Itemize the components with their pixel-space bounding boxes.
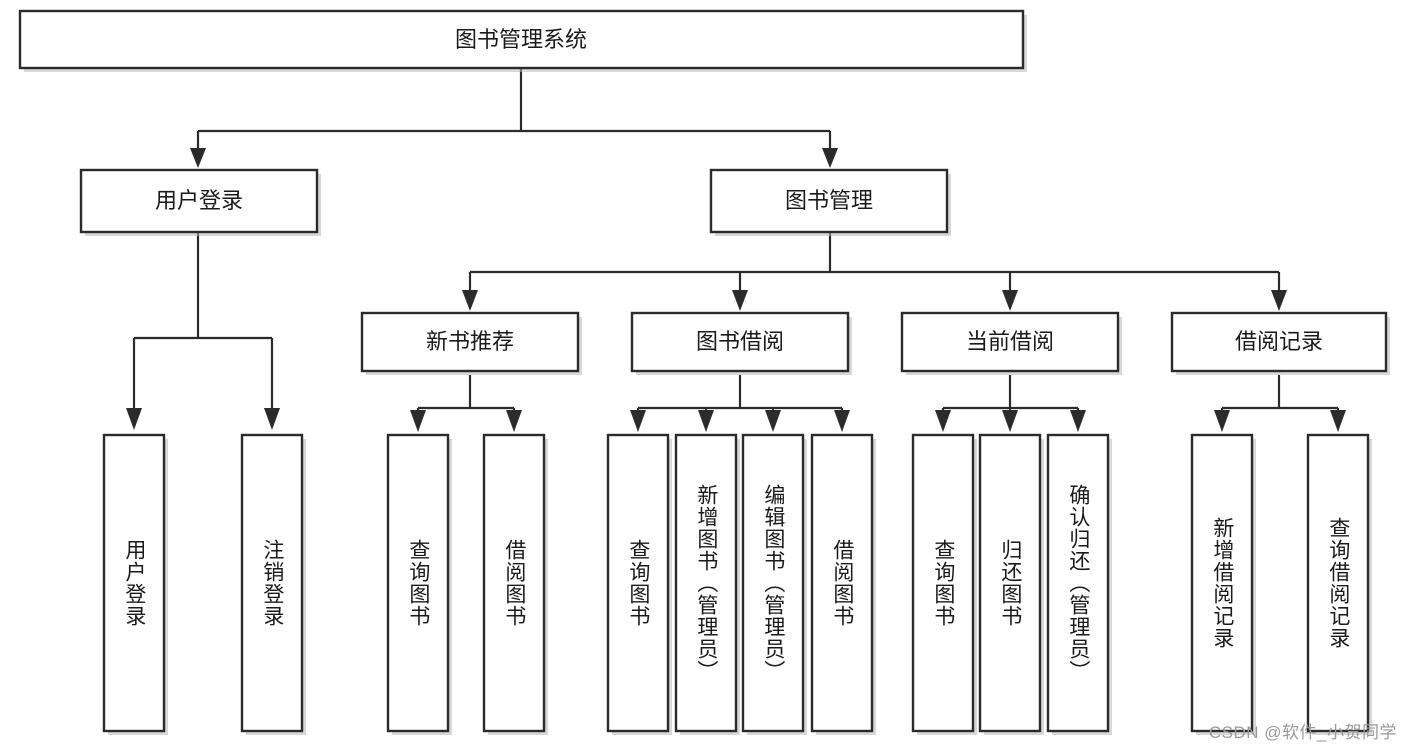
node-root-label: 图书管理系统 bbox=[455, 27, 587, 52]
node-leaf-add-book[interactable] bbox=[674, 433, 740, 735]
node-current-borrow-rect[interactable] bbox=[900, 311, 1120, 373]
node-leaf-query-book-3-rect[interactable] bbox=[911, 433, 975, 733]
node-leaf-user-login[interactable] bbox=[102, 433, 168, 735]
connector-book-manage-to-level2 bbox=[462, 232, 1287, 311]
node-book-borrow[interactable]: 图书借阅 bbox=[630, 311, 852, 375]
node-leaf-query-record[interactable] bbox=[1306, 433, 1372, 735]
node-leaf-edit-book[interactable] bbox=[741, 433, 807, 735]
node-leaf-query-book-3[interactable] bbox=[911, 433, 977, 735]
node-leaf-query-book-2[interactable] bbox=[606, 433, 672, 735]
connector-user-login-to-leaves bbox=[126, 232, 280, 430]
node-leaf-borrow-book-1-rect[interactable] bbox=[482, 433, 546, 733]
node-user-login[interactable]: 用户登录 bbox=[79, 168, 321, 236]
arrowhead-user-login bbox=[190, 148, 206, 168]
node-root[interactable]: 图书管理系统 bbox=[18, 9, 1027, 72]
node-leaf-query-book-1[interactable] bbox=[386, 433, 452, 735]
node-book-manage[interactable]: 图书管理 bbox=[709, 168, 951, 236]
node-leaf-confirm-return[interactable] bbox=[1046, 433, 1112, 735]
node-borrow-record-label: 借阅记录 bbox=[1235, 329, 1323, 354]
node-leaf-query-book-1-rect[interactable] bbox=[386, 433, 450, 733]
node-leaf-borrow-book-2-rect[interactable] bbox=[810, 433, 874, 733]
connector-new-book-recommend-to-leaves bbox=[410, 375, 522, 432]
node-leaf-return-book[interactable] bbox=[978, 433, 1044, 735]
node-borrow-record[interactable]: 借阅记录 bbox=[1170, 311, 1390, 375]
node-book-borrow-label: 图书借阅 bbox=[696, 329, 784, 354]
connector-borrow-record-to-leaves bbox=[1214, 375, 1346, 432]
node-new-book-recommend-rect[interactable] bbox=[360, 311, 580, 373]
node-leaf-add-book-rect[interactable] bbox=[674, 433, 738, 733]
node-leaf-add-record[interactable] bbox=[1190, 433, 1256, 735]
node-leaf-query-book-2-rect[interactable] bbox=[606, 433, 670, 733]
node-user-login-rect[interactable] bbox=[79, 168, 319, 234]
node-book-borrow-rect[interactable] bbox=[630, 311, 850, 373]
node-leaf-query-record-rect[interactable] bbox=[1306, 433, 1370, 733]
node-leaf-confirm-return-rect[interactable] bbox=[1046, 433, 1110, 733]
node-user-login-label: 用户登录 bbox=[155, 188, 243, 213]
node-book-manage-label: 图书管理 bbox=[785, 188, 873, 213]
node-leaf-logout-rect[interactable] bbox=[240, 433, 304, 733]
connector-current-borrow-to-leaves bbox=[935, 375, 1086, 432]
node-current-borrow[interactable]: 当前借阅 bbox=[900, 311, 1122, 375]
node-leaf-borrow-book-2[interactable] bbox=[810, 433, 876, 735]
connector-book-borrow-to-leaves bbox=[630, 375, 850, 432]
node-new-book-recommend[interactable]: 新书推荐 bbox=[360, 311, 582, 375]
connector-root-to-level1 bbox=[196, 68, 832, 152]
node-current-borrow-label: 当前借阅 bbox=[966, 329, 1054, 354]
node-root-rect[interactable] bbox=[18, 9, 1025, 70]
node-new-book-recommend-label: 新书推荐 bbox=[426, 329, 514, 354]
node-leaf-logout[interactable] bbox=[240, 433, 306, 735]
node-leaf-borrow-book-1[interactable] bbox=[482, 433, 548, 735]
arrowhead-book-manage bbox=[822, 148, 838, 168]
node-leaf-add-record-rect[interactable] bbox=[1190, 433, 1254, 733]
watermark: CSDN @软件_小贺同学 bbox=[1208, 723, 1397, 742]
node-leaf-return-book-rect[interactable] bbox=[978, 433, 1042, 733]
node-borrow-record-rect[interactable] bbox=[1170, 311, 1388, 373]
node-leaf-edit-book-rect[interactable] bbox=[741, 433, 805, 733]
node-book-manage-rect[interactable] bbox=[709, 168, 949, 234]
node-leaf-user-login-rect[interactable] bbox=[102, 433, 166, 733]
